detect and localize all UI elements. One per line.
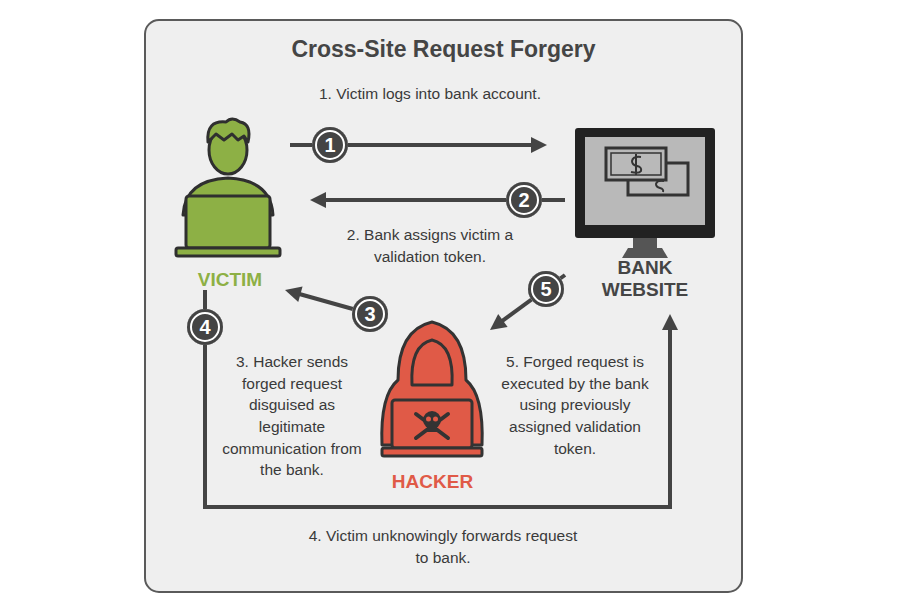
step-description: 4. Victim unknowingly forwards request t… (303, 525, 583, 568)
hacker-figure (382, 322, 482, 456)
callout-number: 5 (528, 271, 564, 307)
actor-node: BANK WEBSITE (565, 125, 725, 300)
callout-number: 4 (187, 309, 223, 345)
actor-node: HACKER (375, 318, 490, 492)
arrow-head (310, 192, 326, 208)
callout-number: 2 (506, 182, 542, 218)
actor-label: HACKER (375, 471, 490, 492)
skull-symbol (416, 411, 448, 438)
callout-text: 3 (364, 303, 375, 326)
callout-text: 1 (324, 134, 335, 157)
callout-number: 3 (352, 296, 388, 332)
actor-label: BANK WEBSITE (590, 257, 700, 300)
callout-text: 4 (199, 316, 210, 339)
victim-figure (176, 119, 280, 256)
bank-monitor (575, 128, 715, 258)
actor-node: VICTIM (170, 110, 290, 290)
step-description: 3. Hacker sends forged request disguised… (222, 351, 362, 481)
flow-arrow (205, 290, 678, 507)
callout-text: 2 (518, 189, 529, 212)
callout-text: 5 (540, 278, 551, 301)
step-description: 5. Forged request is executed by the ban… (500, 351, 650, 459)
callout-number: 1 (312, 127, 348, 163)
arrow-head (285, 287, 303, 302)
arrow-head (662, 314, 678, 330)
actor-label: VICTIM (170, 269, 290, 290)
arrow-head (490, 314, 508, 330)
diagram-title: Cross-Site Request Forgery (145, 36, 742, 63)
arrow-head (531, 137, 547, 153)
step-description: 1. Victim logs into bank account. (318, 83, 542, 105)
step-description: 2. Bank assigns victim a validation toke… (330, 224, 530, 267)
arrow-line (205, 290, 670, 507)
